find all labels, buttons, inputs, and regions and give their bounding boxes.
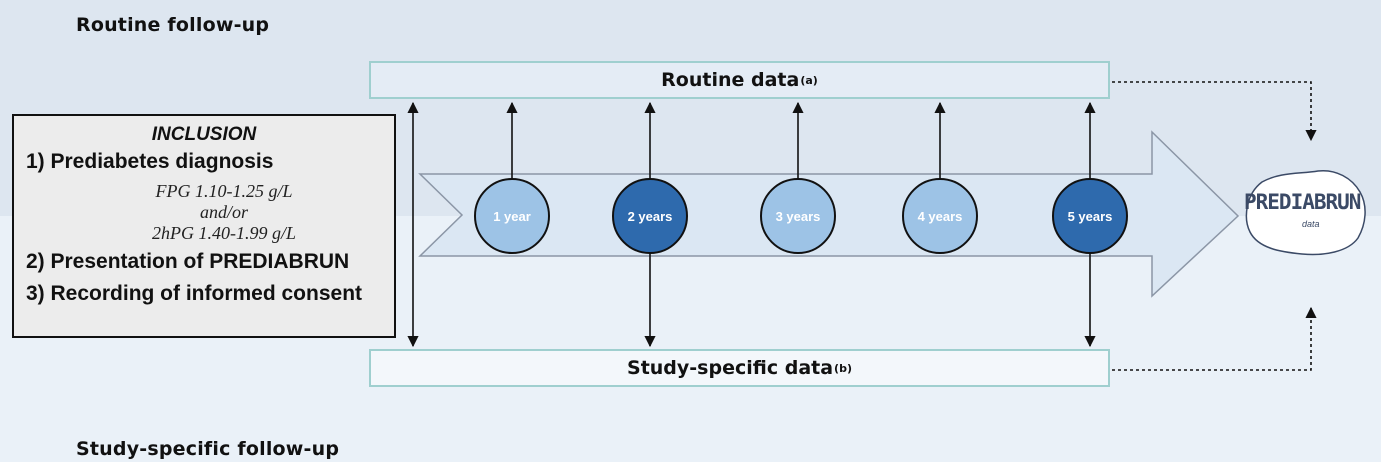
inclusion-step-2: 2) Presentation of PREDIABRUN bbox=[26, 250, 350, 273]
logo-name: PREDIABRUN bbox=[1244, 190, 1361, 214]
study-to-logo-connector bbox=[1112, 306, 1317, 371]
logo-sub: data bbox=[1302, 219, 1320, 229]
timepoint-circle bbox=[612, 178, 688, 254]
timepoint-label: 2 years bbox=[628, 209, 673, 224]
study-data-note: (b) bbox=[834, 361, 852, 375]
routine-to-logo-connector bbox=[1112, 81, 1317, 142]
routine-data-note: (a) bbox=[800, 73, 818, 87]
timepoint-circle bbox=[760, 178, 836, 254]
routine-followup-title: Routine follow-up bbox=[76, 14, 270, 36]
timepoint-circle bbox=[1052, 178, 1128, 254]
fpg-criterion: FPG 1.10-1.25 g/L bbox=[155, 181, 293, 201]
timepoint-label: 1 year bbox=[493, 209, 531, 224]
routine-data-label: Routine data bbox=[661, 69, 800, 91]
study-followup-title: Study-specific follow-up bbox=[76, 438, 340, 460]
inclusion-box: INCLUSION 1) Prediabetes diagnosis FPG 1… bbox=[12, 114, 396, 338]
study-data-label: Study-specific data bbox=[627, 357, 834, 379]
prediabrun-logo: PREDIABRUN data bbox=[1240, 168, 1372, 260]
timepoint-label: 5 years bbox=[1068, 209, 1113, 224]
timepoint-circle bbox=[902, 178, 978, 254]
study-data-box: Study-specific data(b) bbox=[369, 349, 1110, 387]
timepoint-circle bbox=[474, 178, 550, 254]
timepoint-label: 4 years bbox=[918, 209, 963, 224]
timepoint-label: 3 years bbox=[776, 209, 821, 224]
routine-data-box: Routine data(a) bbox=[369, 61, 1110, 99]
inclusion-step-1: 1) Prediabetes diagnosis bbox=[26, 150, 274, 173]
andor-text: and/or bbox=[199, 202, 248, 222]
2hpg-criterion: 2hPG 1.40-1.99 g/L bbox=[152, 223, 296, 243]
island-outline-icon bbox=[1245, 170, 1366, 256]
inclusion-title: INCLUSION bbox=[151, 124, 257, 145]
inclusion-step-3: 3) Recording of informed consent bbox=[26, 282, 363, 305]
